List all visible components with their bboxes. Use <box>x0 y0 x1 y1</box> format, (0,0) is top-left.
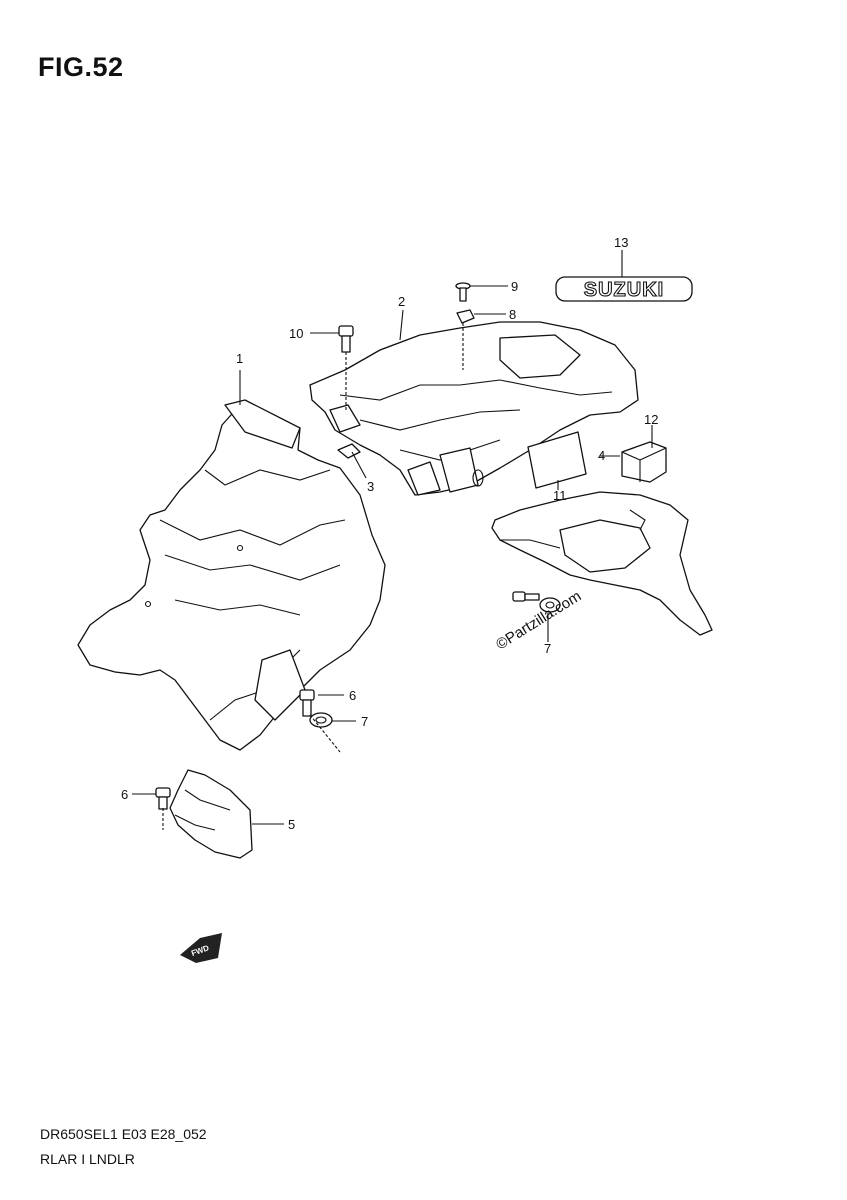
part-6-bolt-c <box>512 591 540 602</box>
callout-12: 12 <box>644 412 658 427</box>
figure-name: RLAR I LNDLR <box>40 1151 135 1167</box>
suzuki-logo-text: SUZUKI <box>584 279 664 301</box>
part-10-bolt <box>338 325 354 353</box>
callout-7a: 7 <box>361 714 368 729</box>
callout-4: 4 <box>598 448 605 463</box>
part-3-clip <box>337 443 361 459</box>
part-5-mud-flap <box>169 769 253 859</box>
callout-13: 13 <box>614 235 628 250</box>
forward-arrow-icon: FWD <box>180 933 222 963</box>
part-7-collar-b <box>539 597 561 613</box>
callout-8: 8 <box>509 307 516 322</box>
part-13-suzuki-emblem: SUZUKI <box>555 276 693 302</box>
callout-6b: 6 <box>121 787 128 802</box>
part-2-rear-fender-upper <box>309 321 639 496</box>
part-4-rear-fender-lower <box>491 491 713 636</box>
callout-2: 2 <box>398 294 405 309</box>
part-8-washer <box>456 309 475 324</box>
part-7-collar-a <box>309 712 333 728</box>
part-11-reflector <box>527 431 587 489</box>
callout-3: 3 <box>367 479 374 494</box>
figure-code: DR650SEL1 E03 E28_052 <box>40 1126 207 1142</box>
callout-5: 5 <box>288 817 295 832</box>
callout-1: 1 <box>236 351 243 366</box>
part-12-cushion <box>621 441 667 483</box>
part-6-bolt-a <box>299 689 315 717</box>
callout-11: 11 <box>553 488 567 503</box>
callout-7b: 7 <box>544 641 551 656</box>
callout-10: 10 <box>289 326 303 341</box>
leader-lines <box>132 250 653 830</box>
callout-6a: 6 <box>349 688 356 703</box>
part-9-screw <box>455 282 471 302</box>
part-6-bolt-b <box>155 787 171 810</box>
figure-title: FIG.52 <box>38 52 124 82</box>
part-1-rear-fender-inner <box>77 399 386 751</box>
callout-9: 9 <box>511 279 518 294</box>
